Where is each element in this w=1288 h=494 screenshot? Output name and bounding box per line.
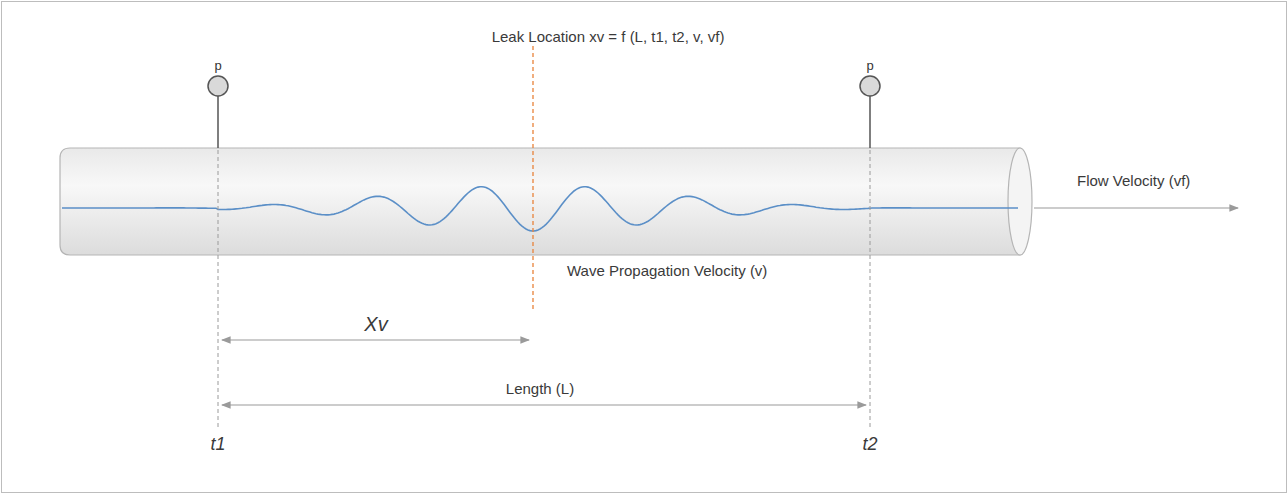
length-label: Length (L) <box>506 380 574 397</box>
pipe-body <box>60 148 1020 255</box>
flow-arrow <box>1034 207 1238 208</box>
leak-formula: Leak Location xv = f (L, t1, t2, v, vf) <box>489 28 728 45</box>
sensor-circle <box>855 73 885 99</box>
xv-label: Xv <box>364 313 387 336</box>
wave-label: Wave Propagation Velocity (v) <box>567 262 767 279</box>
reference-line <box>870 150 871 430</box>
dimension-length <box>222 404 866 405</box>
time-label: t1 <box>210 434 225 455</box>
time-label: t2 <box>862 434 877 455</box>
sensor-label: p <box>855 58 885 73</box>
pressure-sensor: p <box>855 58 885 99</box>
sensor-circle <box>203 73 233 99</box>
pressure-sensor: p <box>203 58 233 99</box>
dimension-xv <box>222 339 529 340</box>
flow-label: Flow Velocity (vf) <box>1077 172 1190 189</box>
sensor-label: p <box>203 58 233 73</box>
pipe-end <box>1008 148 1032 255</box>
reference-line <box>218 150 219 430</box>
pressure-wave <box>62 187 1018 231</box>
leak-line <box>532 46 533 312</box>
sensor-stem <box>869 96 871 148</box>
sensor-stem <box>217 96 219 148</box>
